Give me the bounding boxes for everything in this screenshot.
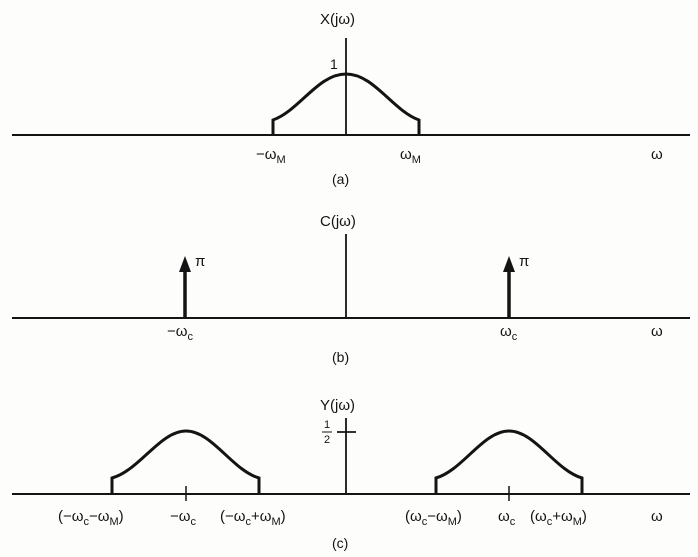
panel-c-pos-left-edge-label: (ωc−ωM) — [405, 508, 462, 528]
panel-a-y-label: X(jω) — [320, 11, 355, 28]
panel-c-neg-left-edge-label: (−ωc−ωM) — [58, 508, 124, 528]
svg-text:2: 2 — [324, 434, 330, 446]
panel-a-pos-edge-sub: M — [412, 154, 421, 166]
panel-c-neg-right-edge-label: (−ωc+ωM) — [220, 508, 286, 528]
panel-b-neg-impulse-label: −ωc — [167, 323, 193, 343]
panel-a-x-label: ω — [651, 146, 663, 163]
panel-b-neg-impulse — [179, 256, 191, 318]
panel-c-pos-right-edge-label: (ωc+ωM) — [530, 508, 587, 528]
panel-b: C(jω) π π −ωc ωc ω (b) — [12, 213, 690, 365]
panel-b-pos-impulse-area: π — [519, 253, 529, 270]
panel-c: Y(jω) 1 2 (−ωc−ωM) −ωc (−ωc+ωM) (ωc−ωM) … — [12, 397, 690, 551]
panel-a-caption: (a) — [332, 171, 349, 187]
panel-b-x-label: ω — [651, 323, 663, 340]
panel-b-pos-impulse-label: ωc — [500, 323, 518, 343]
panel-a-neg-edge-sub: M — [276, 154, 285, 166]
panel-a-neg-edge-label: −ωM — [256, 146, 286, 166]
panel-b-neg-impulse-area: π — [195, 253, 205, 270]
panel-c-half-label: 1 2 — [322, 419, 332, 446]
panel-c-y-label: Y(jω) — [320, 397, 355, 414]
panel-b-y-label: C(jω) — [320, 213, 356, 230]
panel-a-pos-edge-label: ωM — [400, 146, 421, 166]
panel-c-neg-replica-curve — [110, 429, 261, 494]
panel-c-x-label: ω — [651, 508, 663, 525]
panel-b-caption: (b) — [332, 349, 349, 365]
panel-c-pos-center-label: ωc — [498, 508, 516, 528]
panel-a-peak-label: 1 — [330, 56, 338, 72]
panel-a-spectrum-curve — [271, 72, 421, 135]
panel-a: X(jω) 1 −ωM ωM ω (a) — [12, 11, 690, 187]
panel-b-pos-impulse-sub: c — [512, 331, 518, 343]
svg-text:1: 1 — [324, 419, 330, 431]
panel-b-neg-impulse-sub: c — [187, 331, 193, 343]
panel-c-pos-replica-curve — [434, 429, 584, 494]
panel-c-neg-center-label: −ωc — [170, 508, 196, 528]
panel-b-pos-impulse — [503, 256, 515, 318]
panel-c-caption: (c) — [332, 535, 348, 551]
